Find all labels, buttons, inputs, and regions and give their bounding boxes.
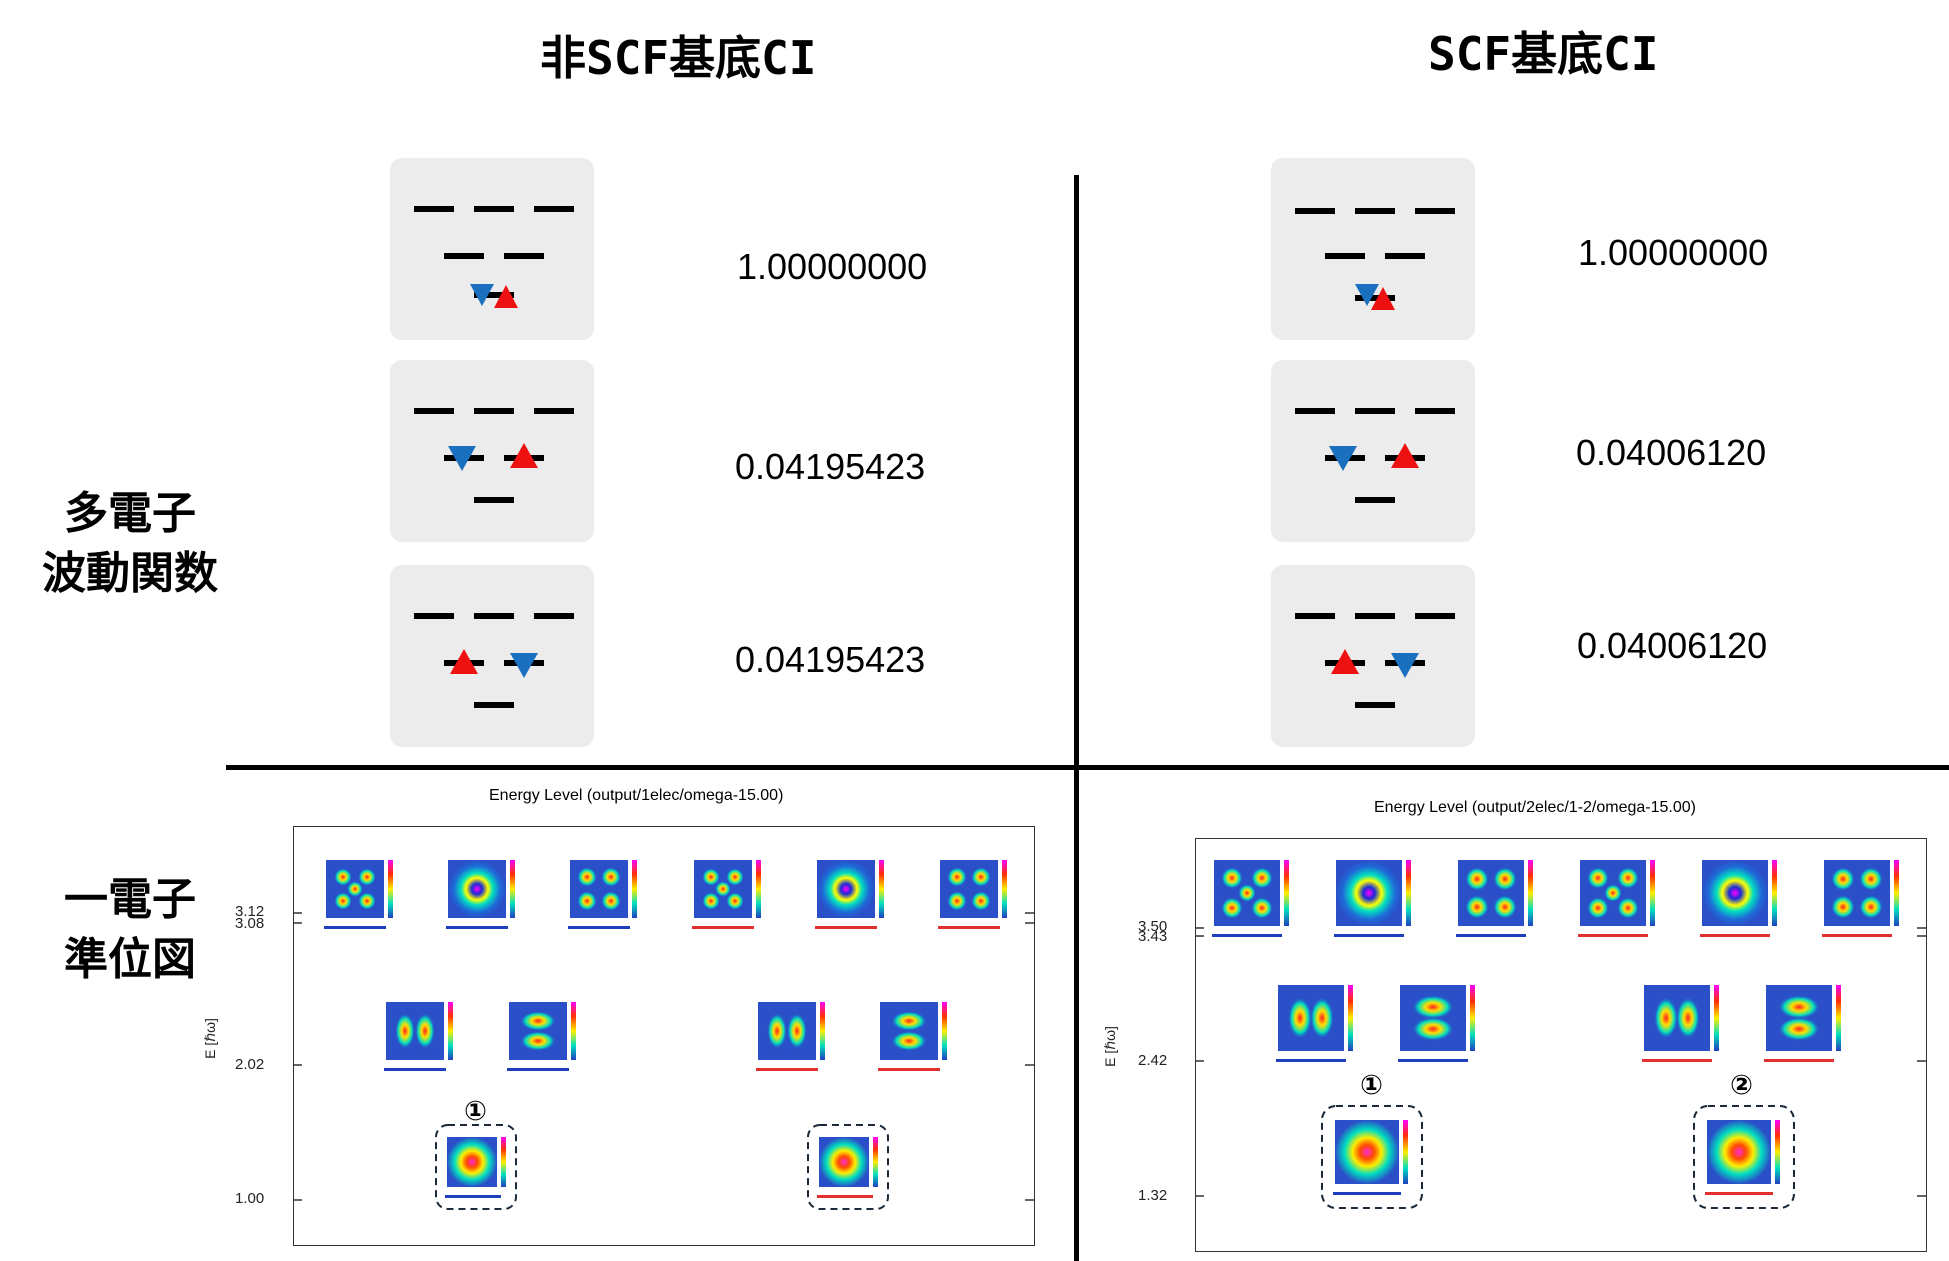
y-tick-label: 3.50 xyxy=(1138,918,1168,935)
orbital-diagram xyxy=(1295,208,1455,310)
orbital-tile-ground-right xyxy=(807,1124,889,1210)
spin-down-arrow xyxy=(1355,284,1379,306)
row-label-line: 波動関数 xyxy=(42,548,218,599)
spin-up-arrow xyxy=(1391,443,1419,468)
spin-down-arrow xyxy=(1391,653,1419,678)
spin-up-arrow xyxy=(1331,649,1359,674)
spin-up-arrow xyxy=(510,443,538,468)
energy-level-plot-marks xyxy=(293,860,1034,1210)
y-tick-label: 2.02 xyxy=(235,1056,265,1073)
plot-title: Energy Level (output/2elec/1-2/omega-15.… xyxy=(1374,799,1696,816)
y-tick-label: 3.43 xyxy=(1138,928,1168,945)
row-label-many-electron: 多電子 波動関数 xyxy=(20,484,240,604)
spin-up-arrow xyxy=(450,649,478,674)
config-card-ground xyxy=(390,158,594,340)
orbital-diagram xyxy=(414,613,574,708)
coefficient-value: 0.04195423 xyxy=(735,639,926,680)
column-title-non-scf: 非SCF基底CI xyxy=(540,31,817,85)
spin-up-arrow xyxy=(1371,287,1395,310)
config-card-excited-a xyxy=(1271,360,1475,542)
row-label-one-electron: 一電子 準位図 xyxy=(20,870,240,990)
marker-one: ① xyxy=(1360,1070,1383,1101)
y-tick-label: 1.00 xyxy=(235,1190,265,1207)
y-axis-label: E [ℏω] xyxy=(201,1018,218,1059)
spin-down-arrow xyxy=(448,446,476,471)
config-card-excited-b xyxy=(1271,565,1475,747)
y-axis-label: E [ℏω] xyxy=(1101,1026,1118,1067)
y-tick-label: 1.32 xyxy=(1138,1187,1168,1204)
orbital-diagram xyxy=(414,206,574,308)
orbital-tile-row-middle xyxy=(1276,985,1841,1062)
coefficient-value: 0.04006120 xyxy=(1576,432,1767,473)
marker-two: ② xyxy=(1730,1070,1753,1101)
config-card-excited-b xyxy=(390,565,594,747)
orbital-diagram xyxy=(1295,408,1455,503)
config-card-excited-a xyxy=(390,360,594,542)
coefficient-value: 0.04195423 xyxy=(735,446,926,487)
y-tick-label: 3.08 xyxy=(235,915,265,932)
orbital-diagram xyxy=(414,408,574,503)
coefficient-value: 1.00000000 xyxy=(737,246,928,287)
orbital-diagram xyxy=(1295,613,1455,708)
orbital-tile-row-middle xyxy=(384,1002,947,1071)
row-label-line: 多電子 xyxy=(64,488,196,539)
orbital-tile-ground-right xyxy=(1693,1105,1795,1209)
vertical-divider xyxy=(1074,175,1079,1261)
spin-up-arrow xyxy=(494,285,518,308)
spin-down-arrow xyxy=(470,284,494,306)
spin-down-arrow xyxy=(510,653,538,678)
y-tick-label: 2.42 xyxy=(1138,1052,1168,1069)
y-tick-label: 3.12 xyxy=(235,903,265,920)
orbital-tile-ground-left xyxy=(435,1124,517,1210)
row-label-line: 一電子 xyxy=(64,874,196,925)
coefficient-value: 0.04006120 xyxy=(1577,625,1768,666)
horizontal-divider xyxy=(226,765,1949,770)
orbital-tile-ground-left xyxy=(1321,1105,1423,1209)
row-label-line: 準位図 xyxy=(64,934,196,985)
column-title-scf: SCF基底CI xyxy=(1428,27,1659,81)
spin-down-arrow xyxy=(1329,446,1357,471)
config-card-ground xyxy=(1271,158,1475,340)
marker-one: ① xyxy=(464,1096,487,1127)
plot-title: Energy Level (output/1elec/omega-15.00) xyxy=(489,787,784,804)
energy-level-plot-marks xyxy=(1195,860,1926,1209)
orbital-tile-row-top xyxy=(324,860,1007,929)
orbital-tile-row-top xyxy=(1212,860,1899,937)
coefficient-value: 1.00000000 xyxy=(1578,232,1769,273)
